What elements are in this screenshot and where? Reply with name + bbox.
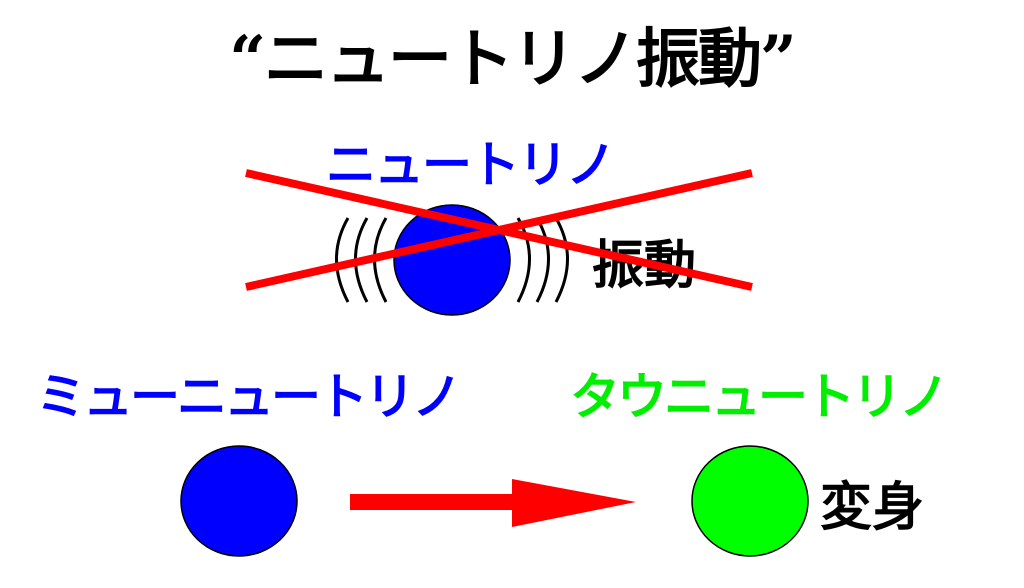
vibration-lines-right-icon: [516, 217, 569, 303]
page-title: “ニュートリノ振動”: [229, 22, 797, 97]
muon-neutrino-label: ミューニュートリノ: [36, 367, 462, 426]
transform-arrow-icon: [350, 479, 636, 527]
cross-out-icon: [245, 169, 753, 291]
tau-neutrino-particle: [691, 445, 809, 557]
tau-neutrino-label: タウニュートリノ: [570, 367, 949, 426]
neutrino-label: ニュートリノ: [326, 135, 616, 194]
muon-neutrino-particle: [180, 445, 298, 557]
transformation-label: 変身: [820, 477, 925, 538]
